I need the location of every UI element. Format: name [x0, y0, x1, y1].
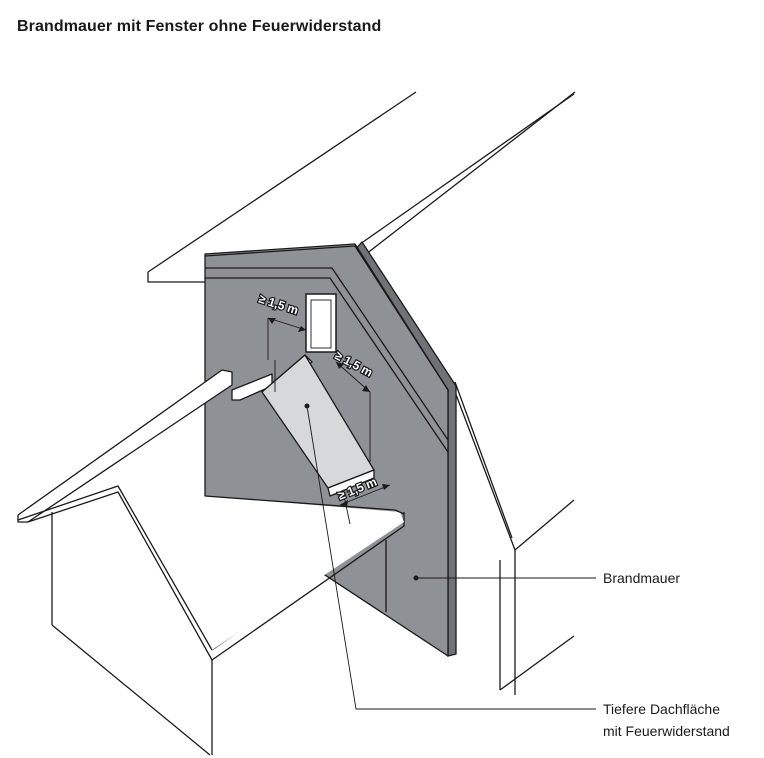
lower-roof-surface — [231, 354, 375, 497]
dimension-lines — [267, 317, 391, 525]
label-lower-roof-line1: Tiefere Dachfläche — [603, 701, 720, 717]
lower-roof-strip — [205, 496, 404, 650]
upper-building — [147, 91, 576, 695]
lower-building — [17, 369, 405, 756]
label-lower-roof-line2: mit Feuerwiderstand — [603, 723, 730, 739]
window — [305, 293, 337, 353]
diagram-title: Brandmauer mit Fenster ohne Feuerwiderst… — [17, 18, 382, 35]
label-firewall: Brandmauer — [603, 570, 680, 586]
leader-lines — [304, 403, 596, 710]
